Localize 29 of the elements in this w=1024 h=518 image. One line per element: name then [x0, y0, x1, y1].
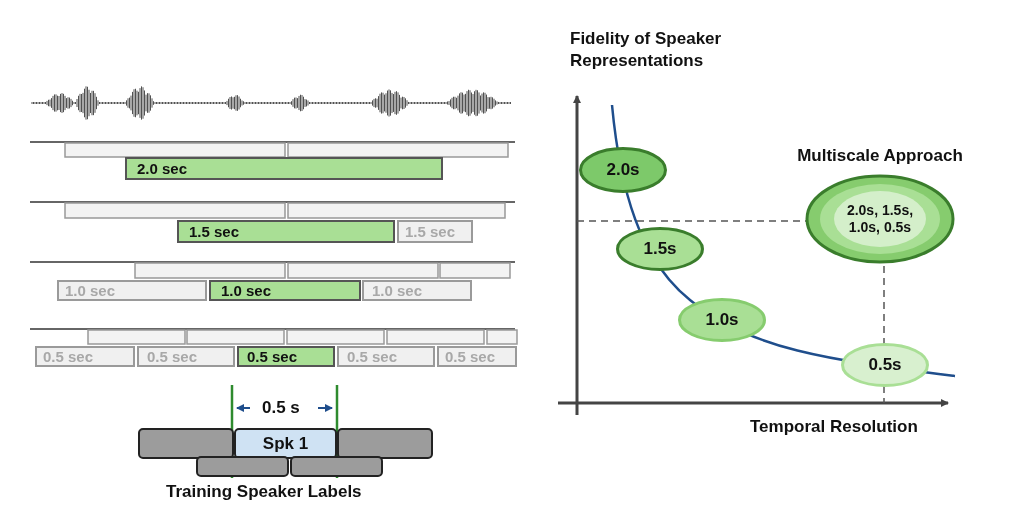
- segment-box: 0.5 sec: [437, 346, 517, 367]
- scale-ellipse: [678, 298, 766, 342]
- axis-title: Temporal Resolution: [750, 416, 918, 438]
- label-box: [196, 456, 289, 477]
- ellipse-label: 2.0s: [606, 159, 640, 181]
- heading: Multiscale Approach: [797, 146, 963, 166]
- label-box: [138, 428, 234, 459]
- dimension-label: 0.5 s: [262, 397, 300, 419]
- scale-ellipse: [579, 147, 667, 193]
- ellipse-label: 1.0s: [705, 309, 739, 331]
- segment-box: 1.0 sec: [362, 280, 472, 301]
- scale-ellipse: [616, 227, 704, 271]
- ellipse-label: 2.0s, 1.5s, 1.0s, 0.5s: [845, 201, 915, 237]
- segment-box: 0.5 sec: [337, 346, 435, 367]
- scale-ellipse: [841, 343, 929, 387]
- label-box: [290, 456, 383, 477]
- selected-segment: 1.5 sec: [177, 220, 395, 243]
- selected-segment: 0.5 sec: [237, 346, 335, 367]
- segment-box: 1.0 sec: [57, 280, 207, 301]
- caption: Training Speaker Labels: [166, 481, 362, 503]
- selected-segment: 1.0 sec: [209, 280, 361, 301]
- ellipse-label: 1.5s: [643, 238, 677, 260]
- segment-box: 1.5 sec: [397, 220, 473, 243]
- axis-title: Fidelity of Speaker Representations: [570, 28, 723, 73]
- segment-box: 0.5 sec: [35, 346, 135, 367]
- ellipse-label: 0.5s: [868, 354, 902, 376]
- segment-box: 0.5 sec: [137, 346, 235, 367]
- selected-segment: 2.0 sec: [125, 157, 443, 180]
- label-box: [337, 428, 433, 459]
